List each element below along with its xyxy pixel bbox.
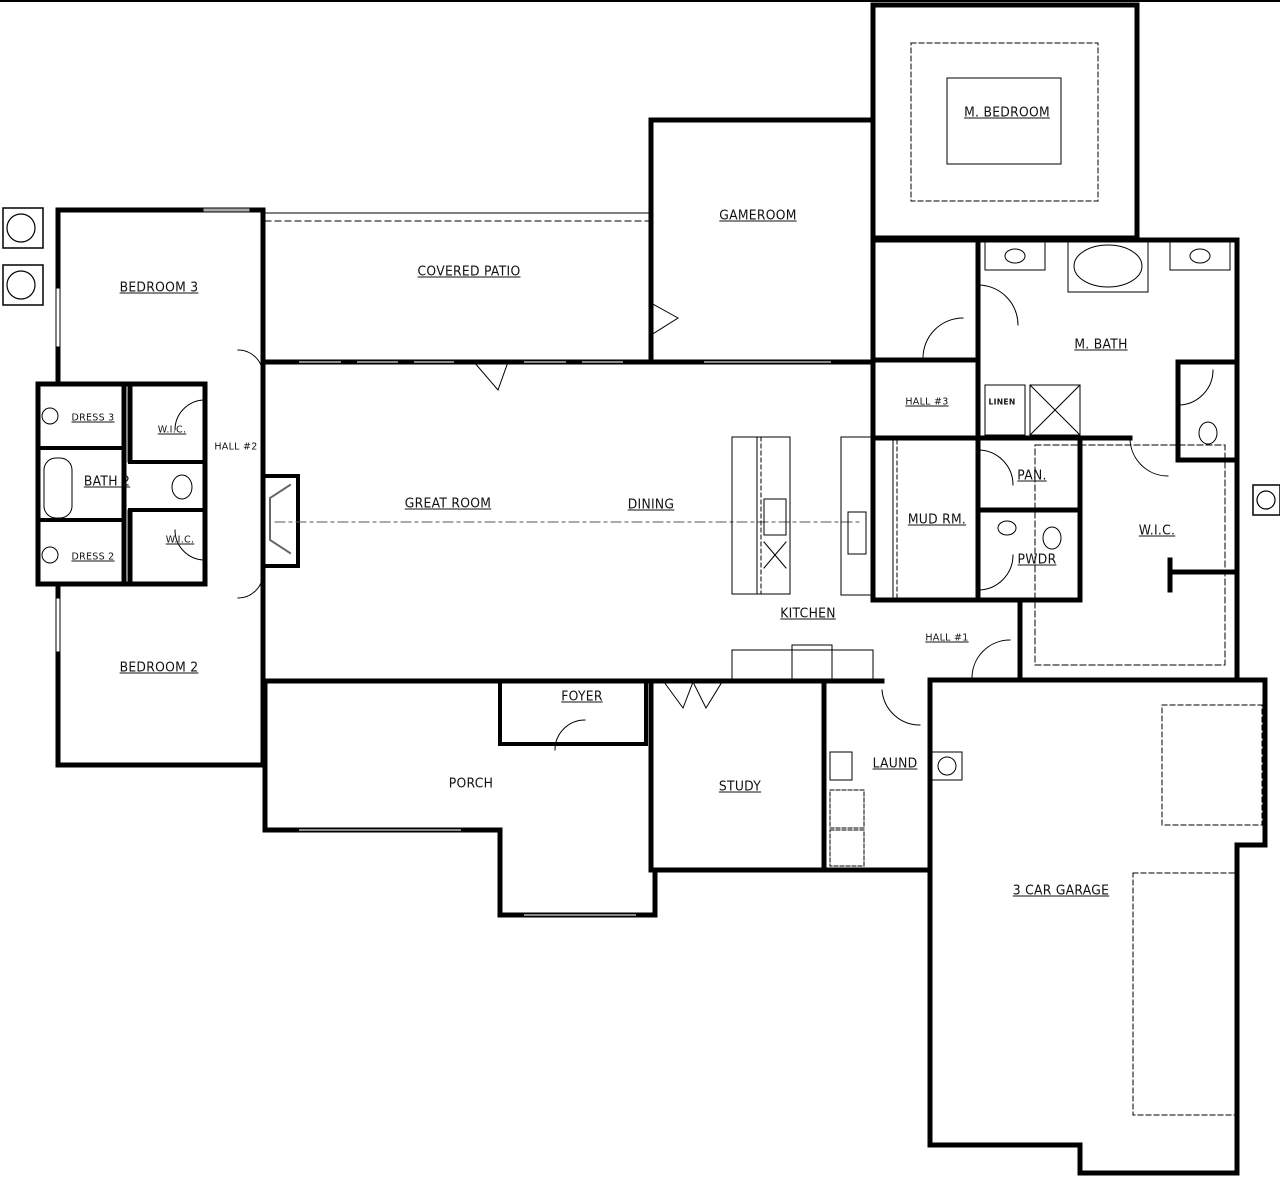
room-label-powder: PWDR xyxy=(1017,552,1057,568)
room-label-foyer: FOYER xyxy=(561,689,603,705)
room-label-dress-2: DRESS 2 xyxy=(71,551,115,563)
room-label-m-bath: M. BATH xyxy=(1074,337,1128,353)
room-label-porch: PORCH xyxy=(448,776,494,792)
room-label-bedroom-2: BEDROOM 2 xyxy=(119,660,199,676)
room-label-bedroom-3: BEDROOM 3 xyxy=(119,280,199,296)
room-label-dining: DINING xyxy=(627,497,675,513)
room-label-wic-master: W.I.C. xyxy=(1138,523,1176,539)
room-label-wic-bedroom-3: W.I.C. xyxy=(157,424,187,436)
room-label-hall-1: HALL #1 xyxy=(925,632,969,644)
room-label-study: STUDY xyxy=(718,779,762,795)
room-label-linen: LINEN xyxy=(988,397,1016,407)
room-label-great-room: GREAT ROOM xyxy=(404,496,492,512)
room-label-covered-patio: COVERED PATIO xyxy=(417,264,521,280)
room-label-kitchen: KITCHEN xyxy=(780,606,836,622)
room-label-wic-bedroom-2: W.I.C. xyxy=(165,534,195,546)
room-label-gameroom: GAMEROOM xyxy=(719,208,797,224)
room-label-laundry: LAUND xyxy=(872,756,918,772)
room-label-dress-3: DRESS 3 xyxy=(71,412,115,424)
room-label-garage: 3 CAR GARAGE xyxy=(1012,883,1110,899)
room-label-hall-3: HALL #3 xyxy=(905,396,949,408)
room-label-pantry: PAN. xyxy=(1017,468,1047,484)
room-label-m-bedroom: M. BEDROOM xyxy=(964,105,1050,121)
room-label-hall-2: HALL #2 xyxy=(214,441,258,453)
room-label-bath-2: BATH 2 xyxy=(83,474,131,490)
room-label-mud-room: MUD RM. xyxy=(907,512,967,528)
